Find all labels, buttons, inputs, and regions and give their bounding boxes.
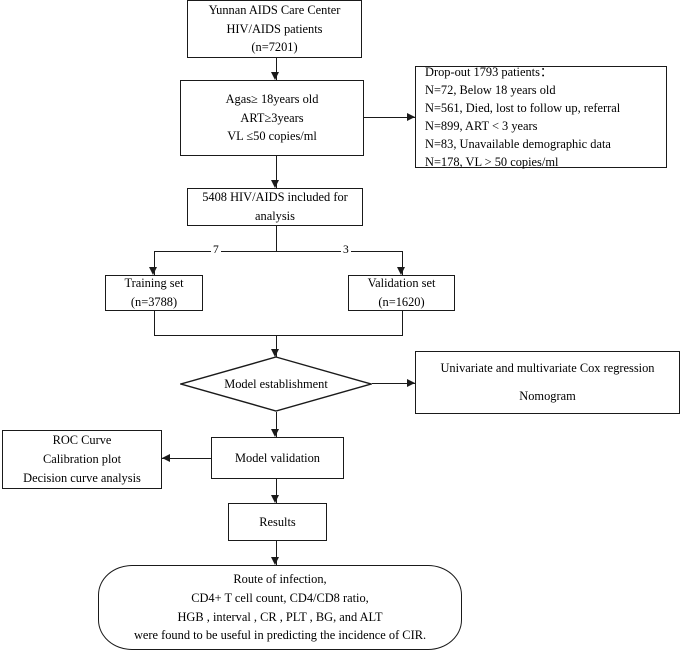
connector-criteria-to-dropout bbox=[364, 117, 415, 119]
node-validation-set[interactable]: Validation set (n=1620) bbox=[348, 275, 455, 311]
arrowhead-evaluation bbox=[162, 453, 170, 462]
node-cox-line-1: Univariate and multivariate Cox regressi… bbox=[440, 361, 655, 376]
arrowhead-results bbox=[271, 495, 280, 503]
node-inclusion-criteria[interactable]: Agas≥ 18years old ART≥3years VL ≤50 copi… bbox=[180, 80, 364, 156]
node-conclusion-line-3: HGB , interval , CR , PLT , BG, and ALT bbox=[177, 609, 383, 624]
node-criteria-line-2: ART≥3years bbox=[240, 110, 304, 125]
node-dropout-line-1: Drop-out 1793 patients： bbox=[425, 64, 553, 79]
connector-model-to-validation bbox=[276, 412, 278, 437]
connector-training-down bbox=[154, 311, 156, 336]
merge-bar bbox=[154, 335, 403, 337]
connector-split-to-validation bbox=[402, 251, 404, 275]
connector-validation-down bbox=[402, 311, 404, 336]
node-included-line-2: analysis bbox=[255, 209, 295, 223]
node-conclusion-line-1: Route of infection, bbox=[233, 571, 327, 586]
connector-merge-to-model bbox=[276, 335, 278, 357]
node-model-evaluation[interactable]: ROC Curve Calibration plot Decision curv… bbox=[2, 430, 162, 489]
node-conclusion-line-4: were found to be useful in predicting th… bbox=[133, 628, 427, 643]
node-dropout-line-6: N=178, VL > 50 copies/ml bbox=[425, 155, 559, 170]
node-cohort-line-1: Yunnan AIDS Care Center bbox=[208, 2, 341, 17]
node-criteria-line-3: VL ≤50 copies/ml bbox=[227, 129, 317, 144]
edge-label-training-split: 7 bbox=[211, 244, 221, 257]
node-dropout[interactable]: Drop-out 1793 patients： N=72, Below 18 y… bbox=[415, 64, 667, 170]
node-conclusion-line-2: CD4+ T cell count, CD4/CD8 ratio, bbox=[191, 590, 369, 605]
node-training-set[interactable]: Training set (n=3788) bbox=[105, 275, 203, 311]
split-bar bbox=[154, 251, 403, 253]
node-included-for-analysis[interactable]: 5408 HIV/AIDS included for analysis bbox=[187, 188, 363, 226]
arrowhead-conclusion bbox=[271, 557, 280, 565]
node-model-validation-line-1: Model validation bbox=[235, 450, 320, 465]
arrowhead-model-establishment bbox=[271, 349, 280, 357]
node-model-validation[interactable]: Model validation bbox=[211, 437, 344, 479]
node-model-establishment[interactable]: Model establishment bbox=[180, 356, 372, 412]
node-training-line-2: (n=3788) bbox=[130, 295, 178, 309]
node-evaluation-line-3: Decision curve analysis bbox=[23, 470, 141, 485]
node-evaluation-line-1: ROC Curve bbox=[52, 433, 112, 448]
connector-validation-to-evaluation bbox=[162, 458, 211, 460]
node-dropout-line-2: N=72, Below 18 years old bbox=[425, 82, 556, 97]
diamond-shape bbox=[180, 356, 372, 412]
node-model-establishment-label: Model establishment bbox=[224, 376, 328, 391]
node-cohort-line-3: (n=7201) bbox=[251, 40, 298, 55]
node-cox-line-2: Nomogram bbox=[519, 389, 576, 403]
arrowhead-included bbox=[271, 180, 280, 188]
arrowhead-model-validation bbox=[271, 429, 280, 437]
connector-results-to-conclusion bbox=[276, 541, 278, 565]
node-conclusion[interactable]: Route of infection, CD4+ T cell count, C… bbox=[98, 565, 462, 650]
connector-criteria-to-included bbox=[276, 156, 278, 188]
arrowhead-validation bbox=[397, 267, 406, 275]
connector-included-to-split bbox=[276, 226, 278, 252]
edge-label-validation-split: 3 bbox=[341, 244, 351, 257]
node-cohort[interactable]: Yunnan AIDS Care Center HIV/AIDS patient… bbox=[187, 0, 362, 58]
node-dropout-line-4: N=899, ART < 3 years bbox=[425, 119, 538, 133]
arrowhead-dropout bbox=[407, 112, 415, 121]
node-validation-line-1: Validation set bbox=[367, 276, 436, 291]
node-results-line-1: Results bbox=[259, 514, 296, 529]
node-dropout-line-3: N=561, Died, lost to follow up, referral bbox=[425, 100, 621, 115]
connector-model-to-cox bbox=[372, 383, 415, 385]
node-evaluation-line-2: Calibration plot bbox=[42, 452, 122, 467]
node-criteria-line-1: Agas≥ 18years old bbox=[225, 91, 319, 106]
arrowhead-criteria bbox=[271, 72, 280, 80]
node-training-line-1: Training set bbox=[124, 276, 184, 291]
arrowhead-training bbox=[149, 267, 158, 275]
connector-validation-to-results bbox=[276, 479, 278, 503]
node-results[interactable]: Results bbox=[228, 503, 327, 541]
node-cohort-line-2: HIV/AIDS patients bbox=[226, 21, 323, 36]
arrowhead-cox bbox=[407, 378, 415, 387]
node-cox-regression[interactable]: Univariate and multivariate Cox regressi… bbox=[415, 351, 680, 414]
node-validation-line-2: (n=1620) bbox=[378, 295, 425, 309]
node-included-line-1: 5408 HIV/AIDS included for bbox=[202, 190, 348, 205]
connector-cohort-to-criteria bbox=[276, 58, 278, 80]
connector-split-to-training bbox=[154, 251, 156, 275]
node-dropout-line-5: N=83, Unavailable demographic data bbox=[425, 137, 611, 152]
